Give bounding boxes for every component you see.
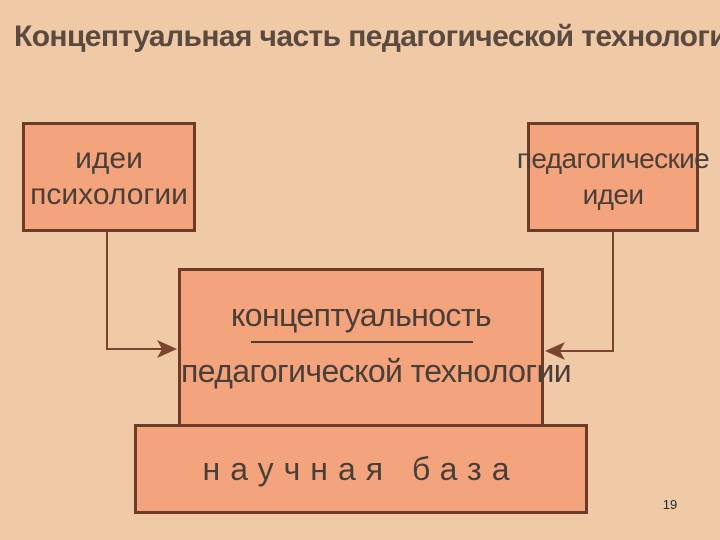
scientific-base-box: научная база — [134, 424, 588, 514]
conceptuality-divider — [251, 341, 473, 343]
right-connector-arrow — [545, 232, 614, 360]
conceptuality-line2: педагогической технологии — [181, 353, 572, 389]
slide-title: Концептуальная часть педагогической техн… — [14, 20, 720, 53]
scientific-base-label: научная база — [202, 450, 520, 487]
psychology-ideas-line2: психологии — [30, 178, 188, 211]
left-connector-arrow — [106, 232, 177, 358]
conceptuality-line1: концептуальность — [231, 297, 492, 333]
pedagogical-ideas-line1: педагогические — [516, 143, 710, 174]
psychology-ideas-line1: идеи — [75, 142, 143, 175]
pedagogical-ideas-box: педагогические идеи — [517, 122, 710, 232]
pedagogical-ideas-line2: идеи — [582, 179, 644, 210]
conceptuality-box: концептуальность педагогической технолог… — [178, 268, 572, 430]
page-number: 19 — [662, 497, 678, 512]
psychology-ideas-box: идеи психологии — [22, 122, 196, 232]
